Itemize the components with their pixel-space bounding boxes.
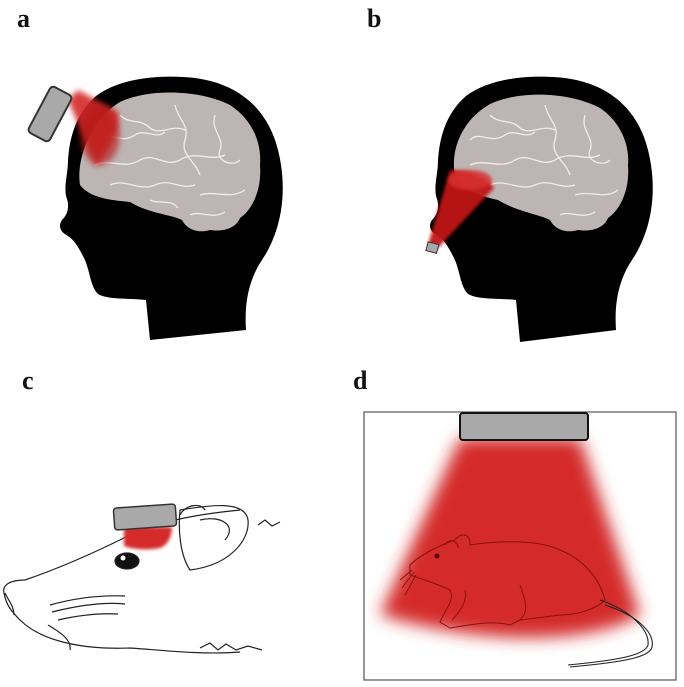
light-spot-a	[80, 105, 120, 165]
rat-head-outline	[3, 509, 241, 594]
light-spot-b	[448, 170, 492, 190]
rat-ear	[178, 505, 249, 571]
rat-body-outline	[399, 534, 606, 629]
light-device-a	[27, 85, 73, 143]
panel-label-d: d	[353, 366, 368, 395]
panel-a	[27, 76, 283, 340]
rat-eye	[114, 552, 140, 570]
panel-b	[425, 76, 653, 342]
light-device-b	[425, 241, 440, 254]
light-device-d	[459, 412, 589, 441]
rat-tail	[567, 599, 649, 666]
light-beam-b	[428, 170, 494, 248]
brain-sulci-b	[469, 104, 619, 216]
panel-d	[363, 411, 677, 681]
panel-c	[3, 504, 281, 654]
brain-b	[453, 94, 629, 232]
rat-eye-d	[434, 553, 440, 559]
light-beam-c	[124, 527, 172, 550]
brain-sulci-a	[94, 104, 246, 216]
panel-label-a: a	[17, 4, 30, 33]
panel-label-b: b	[367, 4, 382, 33]
panel-label-c: c	[22, 366, 34, 395]
light-device-c	[112, 503, 178, 531]
